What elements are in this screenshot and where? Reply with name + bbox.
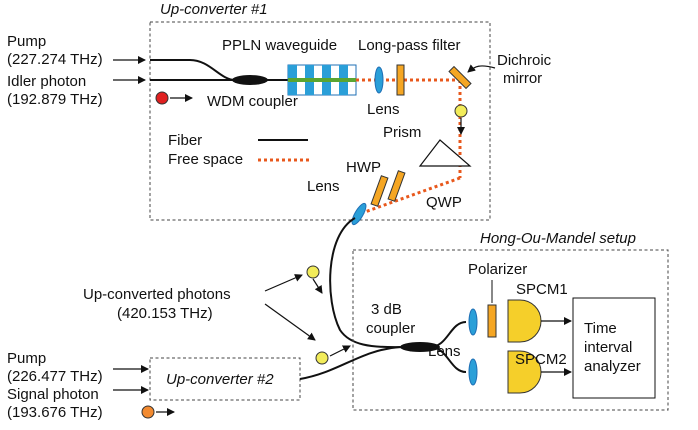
output-fiber-1 (329, 217, 406, 349)
hom-setup-title: Hong-Ou-Mandel setup (480, 230, 636, 247)
hwp-icon (370, 175, 389, 207)
pump-1-label: Pump (7, 33, 46, 50)
upconverted-photon-1-icon (454, 104, 468, 118)
tia-label-line1: Time (584, 320, 617, 337)
hom-lens-2-icon (468, 358, 478, 386)
upconverted-photons-label: Up-converted photons (83, 286, 231, 303)
pump-1-frequency: (227.274 THz) (7, 51, 103, 68)
coupler-label-line1: 3 dB (371, 301, 402, 318)
dichroic-label-line1: Dichroic (497, 52, 552, 69)
upconverted-pointer-2 (264, 303, 316, 341)
tia-label-line3: analyzer (584, 358, 641, 375)
qwp-label: QWP (426, 194, 462, 211)
upconverted-pointer-1 (264, 274, 303, 292)
pump-2-frequency: (226.477 THz) (7, 368, 103, 385)
signal-photon-label: Signal photon (7, 386, 99, 403)
ppln-waveguide-label: PPLN waveguide (222, 37, 337, 54)
upconverted-photon-2-icon (306, 265, 320, 279)
hom-lens-label: Lens (428, 343, 461, 360)
spcm2-detector-icon (507, 350, 542, 394)
up-converter-2-title: Up-converter #2 (166, 371, 274, 388)
wdm-coupler-body (232, 75, 268, 85)
hom-lens-1-icon (468, 308, 478, 336)
legend-free-space-label: Free space (168, 151, 243, 168)
dichroic-mirror-icon (448, 65, 472, 90)
coupler-out-fiber-2 (429, 346, 467, 373)
spcm1-detector-icon (507, 299, 542, 343)
upconverted-photon-2-arrow (312, 278, 323, 294)
polarizer-label: Polarizer (468, 261, 527, 278)
dichroic-pointer (467, 64, 496, 73)
qwp-icon (387, 170, 406, 202)
3db-coupler-body (400, 342, 440, 352)
spcm1-label: SPCM1 (516, 281, 568, 298)
upconverted-photon-3-arrow (329, 345, 351, 357)
idler-frequency: (192.879 THz) (7, 91, 103, 108)
prism-icon (418, 139, 472, 167)
long-pass-filter-icon (396, 64, 405, 96)
up-converter-1-title: Up-converter #1 (160, 1, 268, 18)
coupler-out-fiber-1 (429, 321, 467, 348)
time-interval-analyzer-box (572, 297, 656, 399)
lens-1-label: Lens (367, 101, 400, 118)
lens-1-icon (374, 66, 384, 94)
hwp-label: HWP (346, 159, 381, 176)
beam-prism-to-lens (361, 176, 461, 215)
lens-out-icon (351, 202, 367, 226)
legend-fiber-label: Fiber (168, 132, 202, 149)
long-pass-filter-label: Long-pass filter (358, 37, 461, 54)
upconverted-photon-3-icon (315, 351, 329, 365)
coupler-label-line2: coupler (366, 320, 415, 337)
tia-label-line2: interval (584, 339, 632, 356)
pump-1-fiber (150, 59, 236, 81)
idler-label: Idler photon (7, 73, 86, 90)
prism-label: Prism (383, 124, 421, 141)
idler-photon-icon (155, 91, 169, 105)
lens-out-label: Lens (307, 178, 340, 195)
output-fiber-2 (299, 346, 401, 380)
signal-photon-frequency: (193.676 THz) (7, 404, 103, 421)
ppln-waveguide (287, 64, 357, 96)
upconverted-photons-frequency: (420.153 THz) (117, 305, 213, 322)
hom-setup-box (352, 249, 669, 411)
polarizer-icon (487, 304, 497, 338)
wdm-coupler-label: WDM coupler (207, 93, 298, 110)
dichroic-label-line2: mirror (503, 70, 542, 87)
spcm2-label: SPCM2 (515, 351, 567, 368)
pump-2-label: Pump (7, 350, 46, 367)
signal-photon-icon (141, 405, 155, 419)
